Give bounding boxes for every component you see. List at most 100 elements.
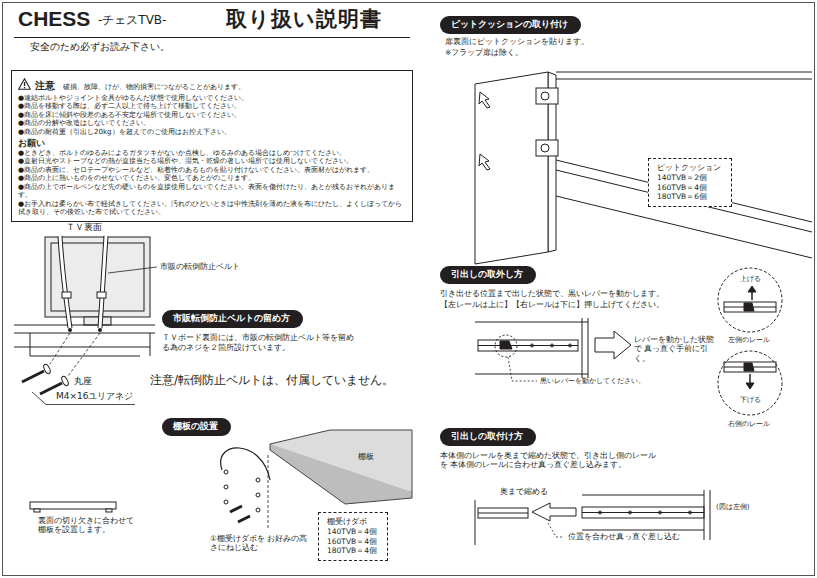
shelf-pin-figure-part — [224, 500, 228, 504]
drawer-install-figure-part — [548, 523, 564, 537]
rail-lever-detail-part — [744, 303, 754, 311]
shelf-side-view-part — [30, 502, 116, 509]
tv-back-figure-part — [150, 333, 151, 356]
drawer-rail-figure-part — [582, 318, 583, 378]
notice-text: 安全のため必ずお読み下さい。 — [30, 41, 170, 54]
shelf-side-view-part — [34, 509, 40, 512]
title-rule — [14, 37, 410, 38]
label-holder: ※フラップ扉は除く。 — [445, 48, 523, 57]
instruction-text: ＴＶボード裏面には、市販の転倒防止ベルト等を留める為のネジを２箇所設けています。 — [162, 333, 357, 353]
count-text: 180TVB＝4個 — [327, 546, 379, 556]
label-holder: -チェスTVB- — [98, 13, 166, 28]
shelf-pin-figure-part — [238, 516, 250, 522]
caution-box: 注意破損、故障、けが、物的損害につながることがあります。●連結ボルトやジョイント… — [11, 70, 413, 222]
drawer-install-figure-part — [478, 508, 528, 518]
anti-tip-belt-part — [60, 236, 70, 328]
rail-lever-detail-part — [748, 286, 756, 292]
belt-leader — [108, 267, 157, 273]
instruction-text: 扉裏面にピットクッションを貼ります。 — [445, 37, 589, 46]
caution-item: ●商品の表面に、セロテープやシールなど、粘着性のあるものを貼り付けないでください… — [18, 166, 406, 175]
label-holder: 注意/転倒防止ベルトは、付属していません。 — [150, 373, 394, 388]
count-text: 140TVB＝2個 — [657, 173, 723, 183]
screw-with-washer-part — [43, 363, 52, 374]
warning-icon-mark — [24, 82, 25, 86]
shelf-pin-figure-part — [268, 455, 269, 528]
cabinet-figure-part — [536, 140, 558, 156]
drawer-install-figure-part — [582, 512, 704, 513]
drawer-install-figure-part — [582, 495, 704, 496]
circle-outline — [717, 350, 783, 416]
drawer-rail-figure-part — [595, 331, 631, 359]
label-holder: 本体側のレールを奥まで縮めた状態で、引き出し側のレールを 本体側のレールに合わせ… — [440, 451, 660, 470]
caution-item: ●商品の耐荷重（引出し20kg）を超えてのご使用はお控え下さい。 — [18, 128, 406, 137]
screw-leader — [50, 333, 100, 376]
box-heading: ピットクッション — [657, 163, 723, 173]
part-name: 棚板 — [358, 452, 374, 462]
drawer-rail-figure-part — [500, 341, 512, 349]
cabinet-figure-part — [541, 92, 549, 100]
drawer-install-figure-part — [582, 507, 704, 518]
screw-with-washer — [22, 363, 135, 404]
drawer-rail-figure-part — [588, 318, 589, 378]
drawer-install-figure-part — [629, 511, 632, 514]
instruction-text: 本体側のレールを奥まで縮めた状態で、引き出し側のレールを 本体側のレールに合わせ… — [440, 451, 660, 470]
caution-item: ●商品を移動する際は、必ず二人以上で持ち上げて移動してください。 — [18, 102, 406, 111]
caution-item: ●商品の上でボールペンなど先の硬いものを直接使用しないでください。表面を傷付けた… — [18, 183, 406, 200]
screw-with-washer-part — [61, 375, 70, 386]
screw-leader-part — [68, 333, 100, 376]
shelf-board-part — [270, 444, 412, 504]
anti-tip-belt — [60, 236, 106, 332]
label-holder: 右側のレール — [728, 420, 770, 429]
anti-tip-belt-part — [62, 292, 71, 298]
label-holder: 安全のため必ずお読み下さい。 — [30, 41, 170, 54]
circle-outline-ring — [718, 351, 782, 415]
label-holder: 棚板 — [358, 452, 374, 462]
cabinet-figure-part — [556, 160, 812, 222]
shelf-pin-figure-part — [256, 478, 260, 482]
cabinet-figure-part — [556, 170, 812, 232]
screw-with-washer-part — [32, 392, 135, 405]
cabinet-figure-part — [536, 88, 558, 104]
label-holder: 位置を合わせ真っ直ぐ差し込む — [568, 532, 680, 541]
caution-item: ●ときどき、ボルトのゆるみによるガタツキがないか点検し、ゆるみのある場合はしめつ… — [18, 149, 406, 158]
box-heading: 棚受けダボ — [327, 517, 379, 527]
drawer-install-figure-part — [475, 500, 476, 545]
warning-icon — [18, 78, 31, 90]
label-holder: レバーを動かした状態で 真っ直ぐ手前に引く。 — [634, 335, 720, 363]
drawer-rail-figure-part — [475, 322, 588, 323]
rail-lever-detail — [724, 286, 776, 389]
anti-tip-belt-part — [68, 328, 72, 332]
label-holder: M4×16ユリアネジ — [56, 391, 133, 402]
part-name: 市販の転倒防止ベルト — [160, 262, 240, 271]
tv-back-figure-part — [14, 325, 155, 326]
drawer-install-figure-part — [659, 511, 662, 514]
count-text: 140TVB＝4個 — [327, 527, 379, 537]
drawer-rail-figure — [475, 318, 631, 381]
parts-count-box: 棚受けダボ140TVB＝4個160TVB＝4個180TVB＝4個 — [318, 512, 388, 561]
parts-count-box: ピットクッション140TVB＝2個160TVB＝4個180TVB＝6個 — [648, 158, 732, 207]
caution-item: ●お手入れは柔らかい布で軽拭きしてください。汚れのひどいときは中性洗剤を薄めた液… — [18, 200, 406, 217]
callout-text: 黒いレバーを動かしてください。 — [540, 377, 645, 386]
caution-lead: 破損、故障、けが、物的損害につながることがあります。 — [63, 83, 245, 92]
drawer-rail-figure-part — [478, 345, 578, 346]
label-holder: ①棚受けダボを お好みの高さにねじ込む — [210, 534, 310, 553]
drawer-rail-figure-part — [508, 357, 537, 381]
drawer-rail-figure-part — [475, 374, 588, 375]
caution-heading: 注意 — [35, 80, 55, 92]
tv-back-figure-part — [14, 333, 155, 334]
figure-caption: ＴＶ裏面 — [66, 222, 102, 233]
figure-note: (図は左側) — [716, 503, 749, 512]
label-holder: 市販の転倒防止ベルト — [160, 262, 240, 271]
label-holder: CHESS — [18, 6, 90, 32]
warning-icon-dot — [24, 87, 25, 88]
caution-item: ●商品の分解や改造はしないでください。 — [18, 119, 406, 128]
brand-name: CHESS — [18, 6, 90, 32]
drawer-install-figure-part — [582, 530, 704, 531]
drawer-rail-figure-part — [478, 340, 578, 351]
rail-lever-detail-part — [724, 362, 776, 372]
label-holder: 【左レールは上に】【右レールは下に】押し上げてください。 — [440, 300, 664, 309]
label-holder: 奥まで縮める — [500, 487, 548, 496]
shelf-pin-figure — [221, 448, 270, 528]
